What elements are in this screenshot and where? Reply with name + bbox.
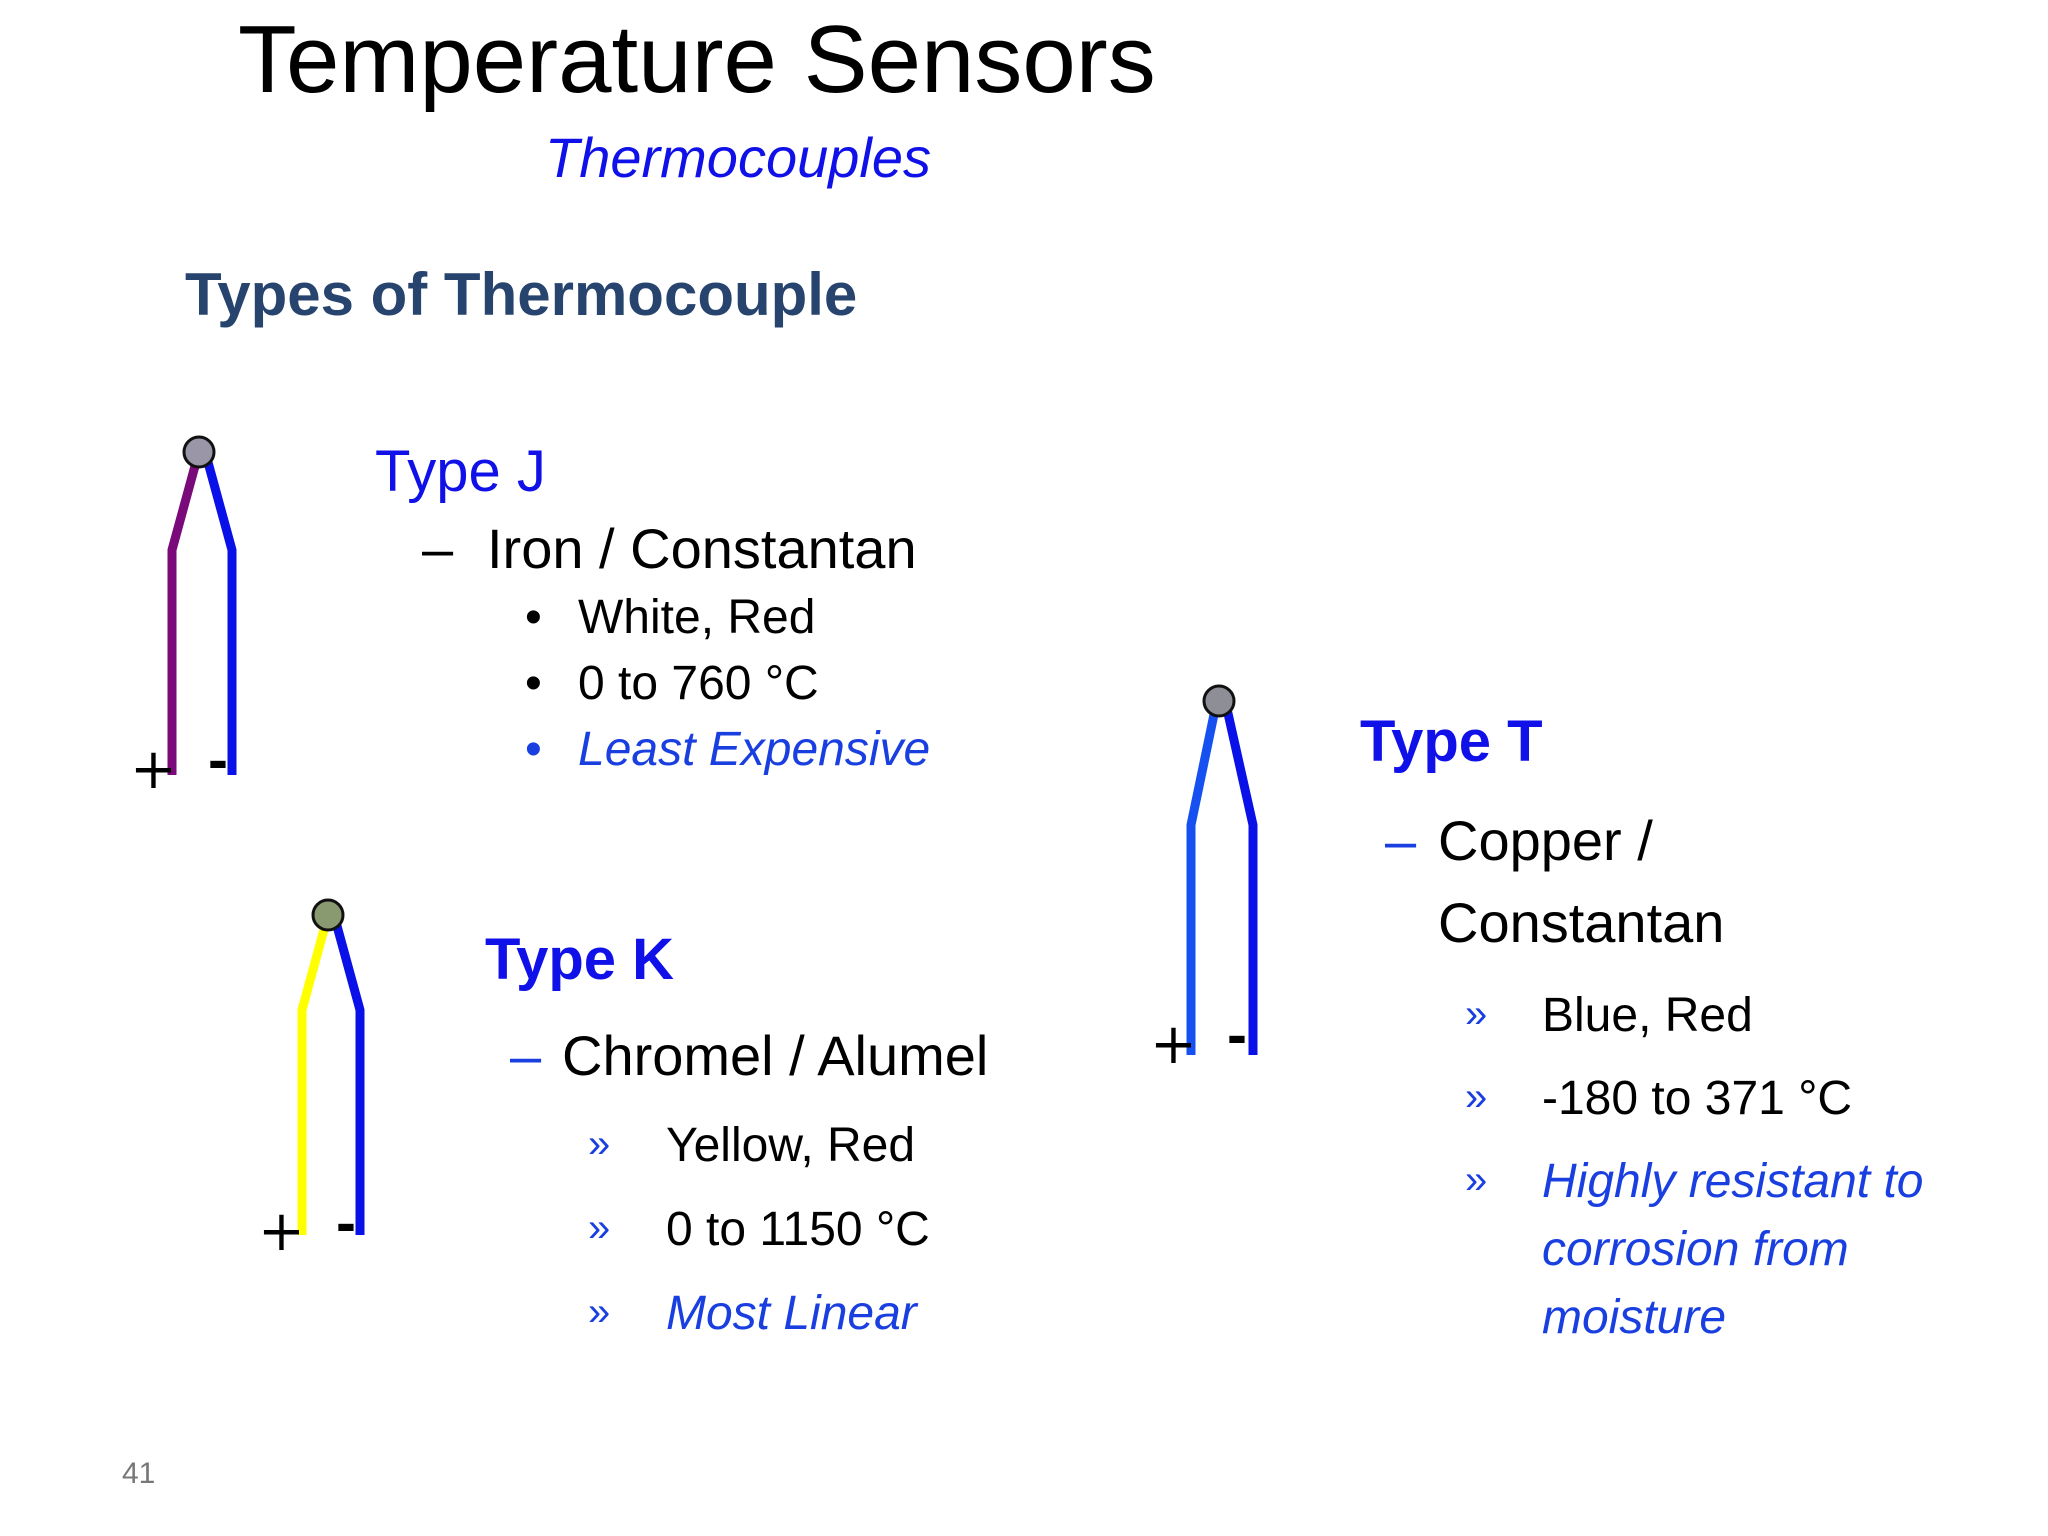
- minus-terminal: -: [208, 726, 228, 793]
- constantan-wire: [1220, 699, 1258, 1055]
- plus-terminal: +: [1150, 1012, 1197, 1077]
- type-j-bullet-3: •: [525, 723, 542, 776]
- type-t-bullet-1: »: [1465, 992, 1488, 1036]
- type-k-range: 0 to 1150 °C: [666, 1203, 930, 1256]
- type-k-dash: –: [510, 1024, 542, 1087]
- constantan-wire: [201, 453, 237, 775]
- type-j-range: 0 to 760 °C: [578, 657, 819, 710]
- type-k-wires: Yellow, Red: [666, 1119, 916, 1172]
- type-t-diagram: + -: [1150, 684, 1258, 1077]
- type-k-diagram: + -: [258, 898, 365, 1264]
- type-t-dash: –: [1385, 809, 1417, 872]
- type-t-range: -180 to 371 °C: [1542, 1072, 1853, 1125]
- type-j-dash: –: [422, 517, 454, 580]
- iron-wire: [167, 453, 203, 775]
- type-k-bullet-2: »: [588, 1206, 611, 1250]
- type-j-title: Type J: [375, 439, 546, 504]
- type-j-metals: Iron / Constantan: [487, 517, 917, 580]
- copper-wire: [1186, 699, 1222, 1055]
- alumel-wire: [329, 913, 365, 1235]
- type-t-note-line-3: moisture: [1542, 1291, 1727, 1344]
- type-t-note-line-1: Highly resistant to: [1542, 1155, 1924, 1208]
- type-k-bullet-3: »: [588, 1290, 611, 1334]
- type-j-bullet-1: •: [525, 591, 542, 644]
- plus-terminal: +: [130, 737, 177, 802]
- type-k-metals: Chromel / Alumel: [562, 1024, 989, 1087]
- page-number: 41: [122, 1457, 156, 1490]
- type-t-metals-line-1: Copper /: [1438, 809, 1653, 872]
- section-heading: Types of Thermocouple: [185, 261, 858, 328]
- chromel-wire: [297, 913, 333, 1235]
- minus-terminal: -: [336, 1189, 356, 1256]
- type-j-wires: White, Red: [578, 591, 816, 644]
- minus-terminal: -: [1227, 1001, 1247, 1068]
- type-t-title: Type T: [1360, 709, 1543, 774]
- junction-icon: [1202, 684, 1236, 718]
- junction-icon: [311, 898, 345, 932]
- type-k-note: Most Linear: [666, 1287, 917, 1340]
- type-j-note: Least Expensive: [578, 723, 931, 776]
- type-j-diagram: + -: [130, 435, 237, 802]
- type-k-bullet-1: »: [588, 1122, 611, 1166]
- type-t-wires: Blue, Red: [1542, 989, 1753, 1042]
- slide-title: Temperature Sensors: [238, 6, 1156, 113]
- type-k-title: Type K: [485, 927, 675, 992]
- type-t-note-line-2: corrosion from: [1542, 1223, 1849, 1276]
- type-j-bullet-2: •: [525, 657, 542, 710]
- type-t-bullet-2: »: [1465, 1075, 1488, 1119]
- slide-subtitle: Thermocouples: [545, 126, 931, 189]
- plus-terminal: +: [258, 1199, 305, 1264]
- type-t-metals-line-2: Constantan: [1438, 891, 1725, 954]
- type-t-bullet-3: »: [1465, 1158, 1488, 1202]
- junction-icon: [182, 435, 216, 469]
